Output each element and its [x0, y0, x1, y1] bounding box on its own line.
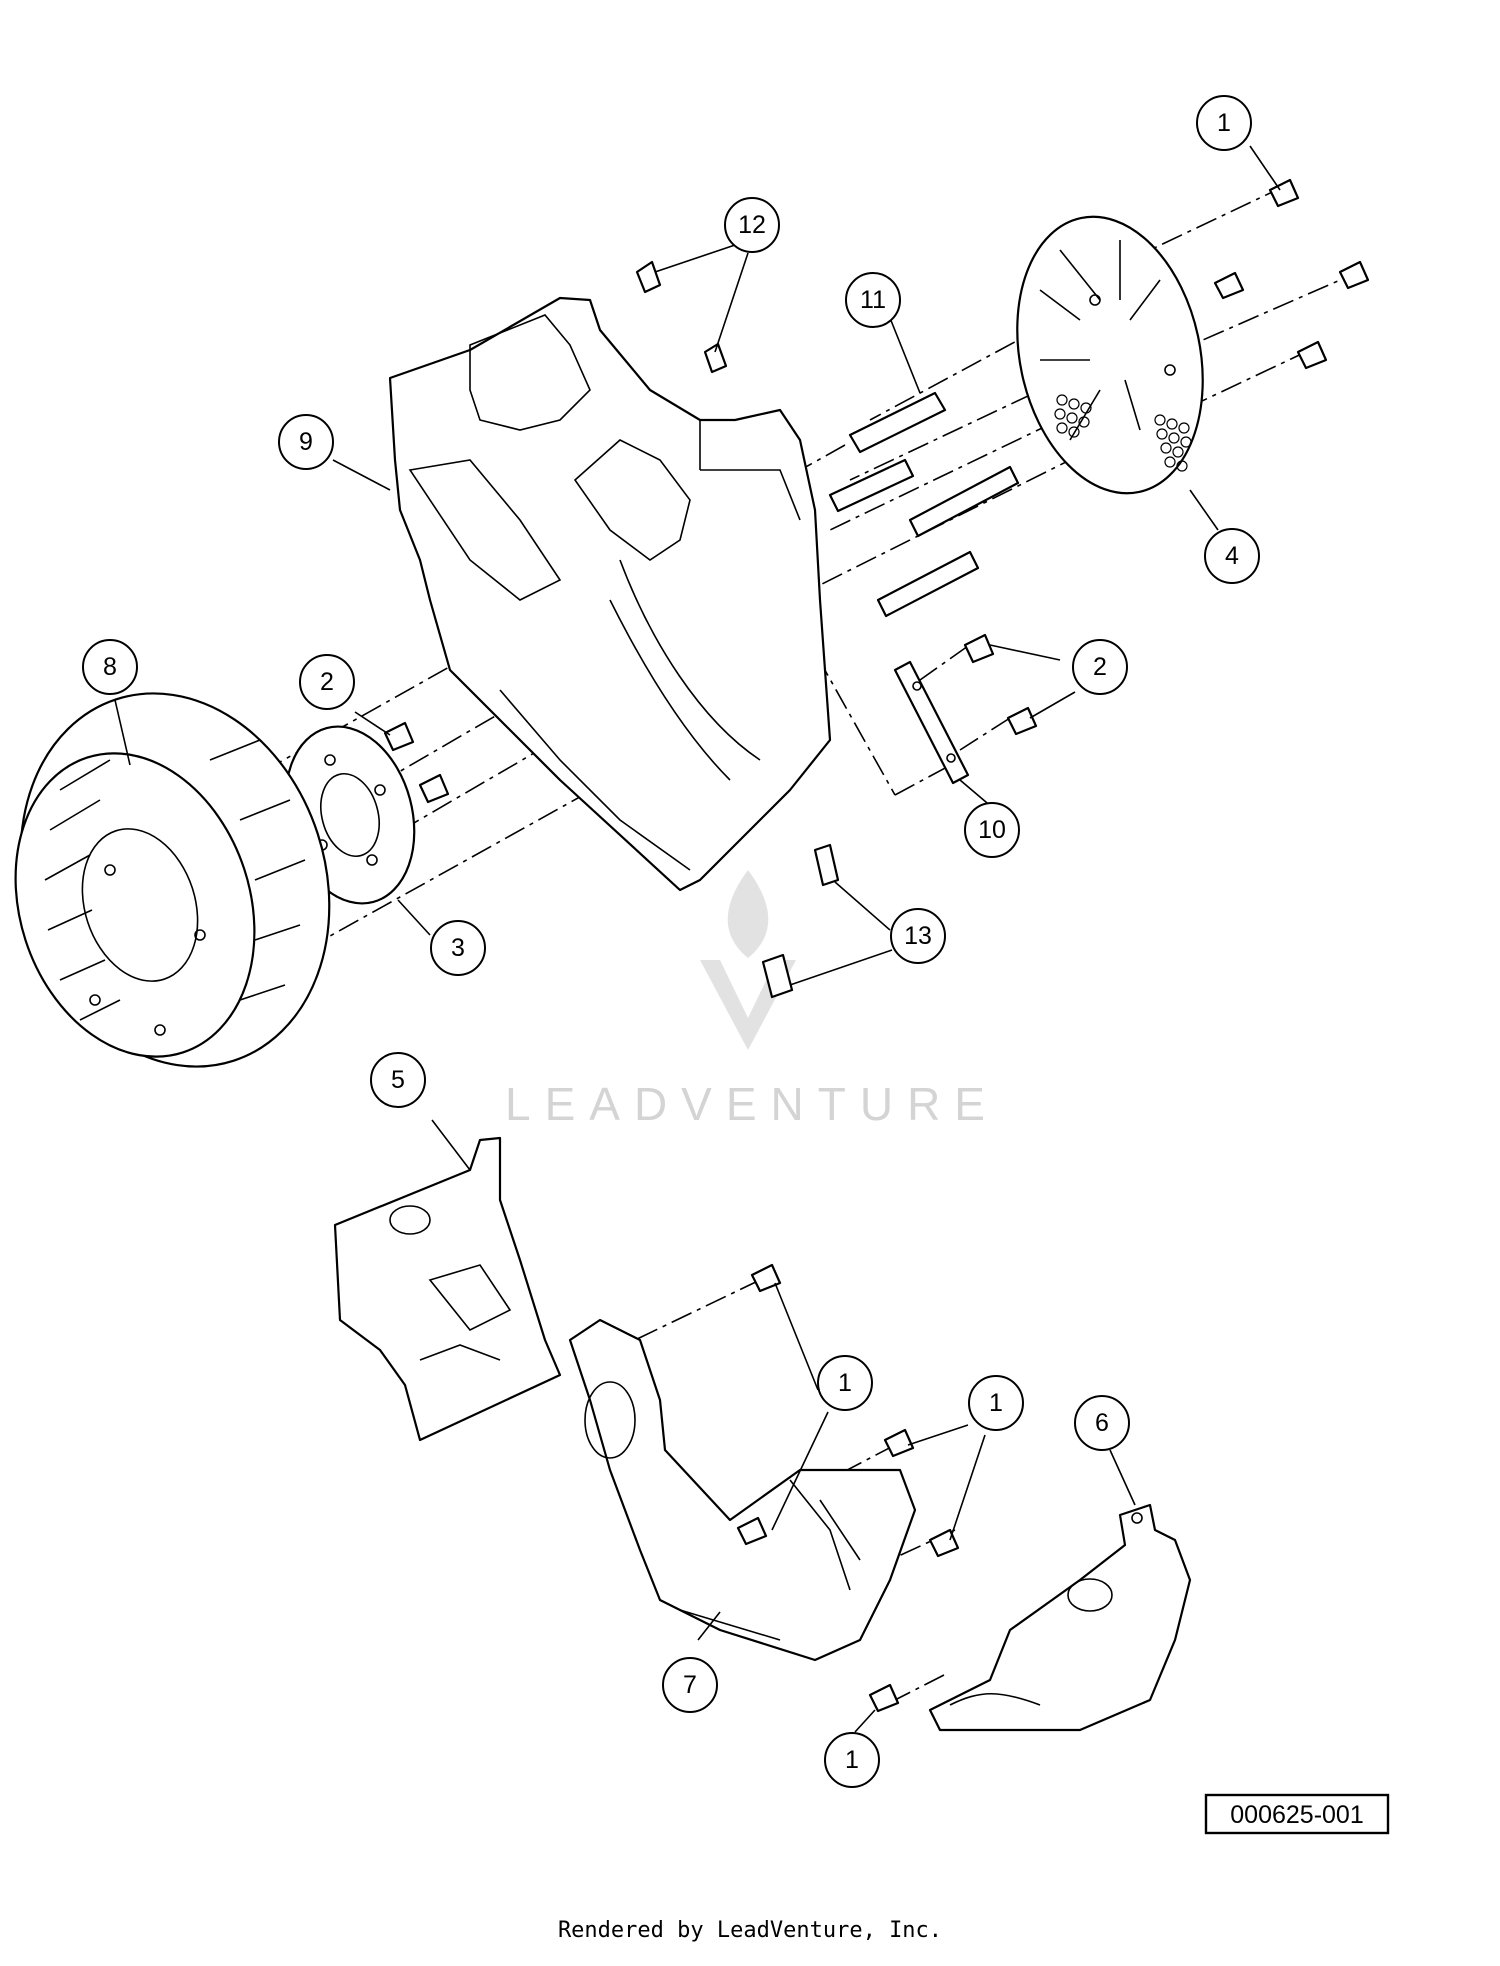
- callout-2-right: 2: [1072, 639, 1128, 695]
- callout-label: 1: [1217, 109, 1231, 137]
- callout-1-middle-left: 1: [817, 1355, 873, 1411]
- callout-label: 2: [320, 668, 334, 696]
- callout-13: 13: [890, 908, 946, 964]
- callout-label: 9: [299, 428, 313, 456]
- callout-label: 5: [391, 1066, 405, 1094]
- callout-1-bottom: 1: [824, 1732, 880, 1788]
- callout-5: 5: [370, 1052, 426, 1108]
- flywheel-part-8: [14, 692, 331, 1068]
- callout-label: 7: [683, 1671, 697, 1699]
- callout-label: 10: [978, 816, 1006, 844]
- callout-label: 1: [838, 1369, 852, 1397]
- rotating-screen-part-4: [1016, 215, 1204, 495]
- cylinder-shroud-part-5: [333, 1136, 562, 1442]
- screw-part-2-group-right: [963, 633, 1038, 736]
- callout-label: 3: [451, 934, 465, 962]
- screw-part-13: [761, 843, 840, 999]
- callout-label: 8: [103, 653, 117, 681]
- callout-label: 12: [738, 211, 766, 239]
- blower-housing-part-9: [388, 296, 832, 892]
- spacer-part-11: [828, 391, 1020, 618]
- callout-6: 6: [1074, 1395, 1130, 1451]
- bracket-part-10: [893, 660, 970, 785]
- screw-part-2-group-left: [383, 721, 450, 804]
- drawing-number: 000625-001: [1230, 1801, 1363, 1829]
- callout-label: 4: [1225, 542, 1239, 570]
- watermark-text: LEADVENTURE: [505, 1078, 999, 1130]
- callout-2-left: 2: [299, 654, 355, 710]
- callout-3: 3: [430, 920, 486, 976]
- screen-perforation: [1054, 394, 1192, 472]
- callout-1-top: 1: [1196, 95, 1252, 151]
- clip-part-12: [635, 260, 728, 374]
- callout-10: 10: [964, 802, 1020, 858]
- callout-11: 11: [845, 272, 901, 328]
- screw-part-1-group-bottom: [736, 1263, 960, 1713]
- callout-12: 12: [724, 197, 780, 253]
- callouts: 1 12 11 9 4 8 2 2 10 3 13: [82, 95, 1260, 1788]
- side-shroud-part-6: [928, 1503, 1192, 1732]
- callout-label: 6: [1095, 1409, 1109, 1437]
- callout-label: 1: [845, 1746, 859, 1774]
- drawing-number-box: 000625-001: [1204, 1793, 1390, 1835]
- footer-credit: Rendered by LeadVenture, Inc.: [557, 1918, 943, 1943]
- callout-label: 11: [860, 286, 886, 314]
- callout-8: 8: [82, 639, 138, 695]
- callout-9: 9: [278, 414, 334, 470]
- head-cover-part-7: [568, 1318, 917, 1662]
- callout-label: 13: [904, 922, 932, 950]
- callout-label: 1: [989, 1389, 1003, 1417]
- callout-4: 4: [1204, 528, 1260, 584]
- callout-label: 2: [1093, 653, 1107, 681]
- callout-1-middle-right: 1: [968, 1375, 1024, 1431]
- callout-7: 7: [662, 1657, 718, 1713]
